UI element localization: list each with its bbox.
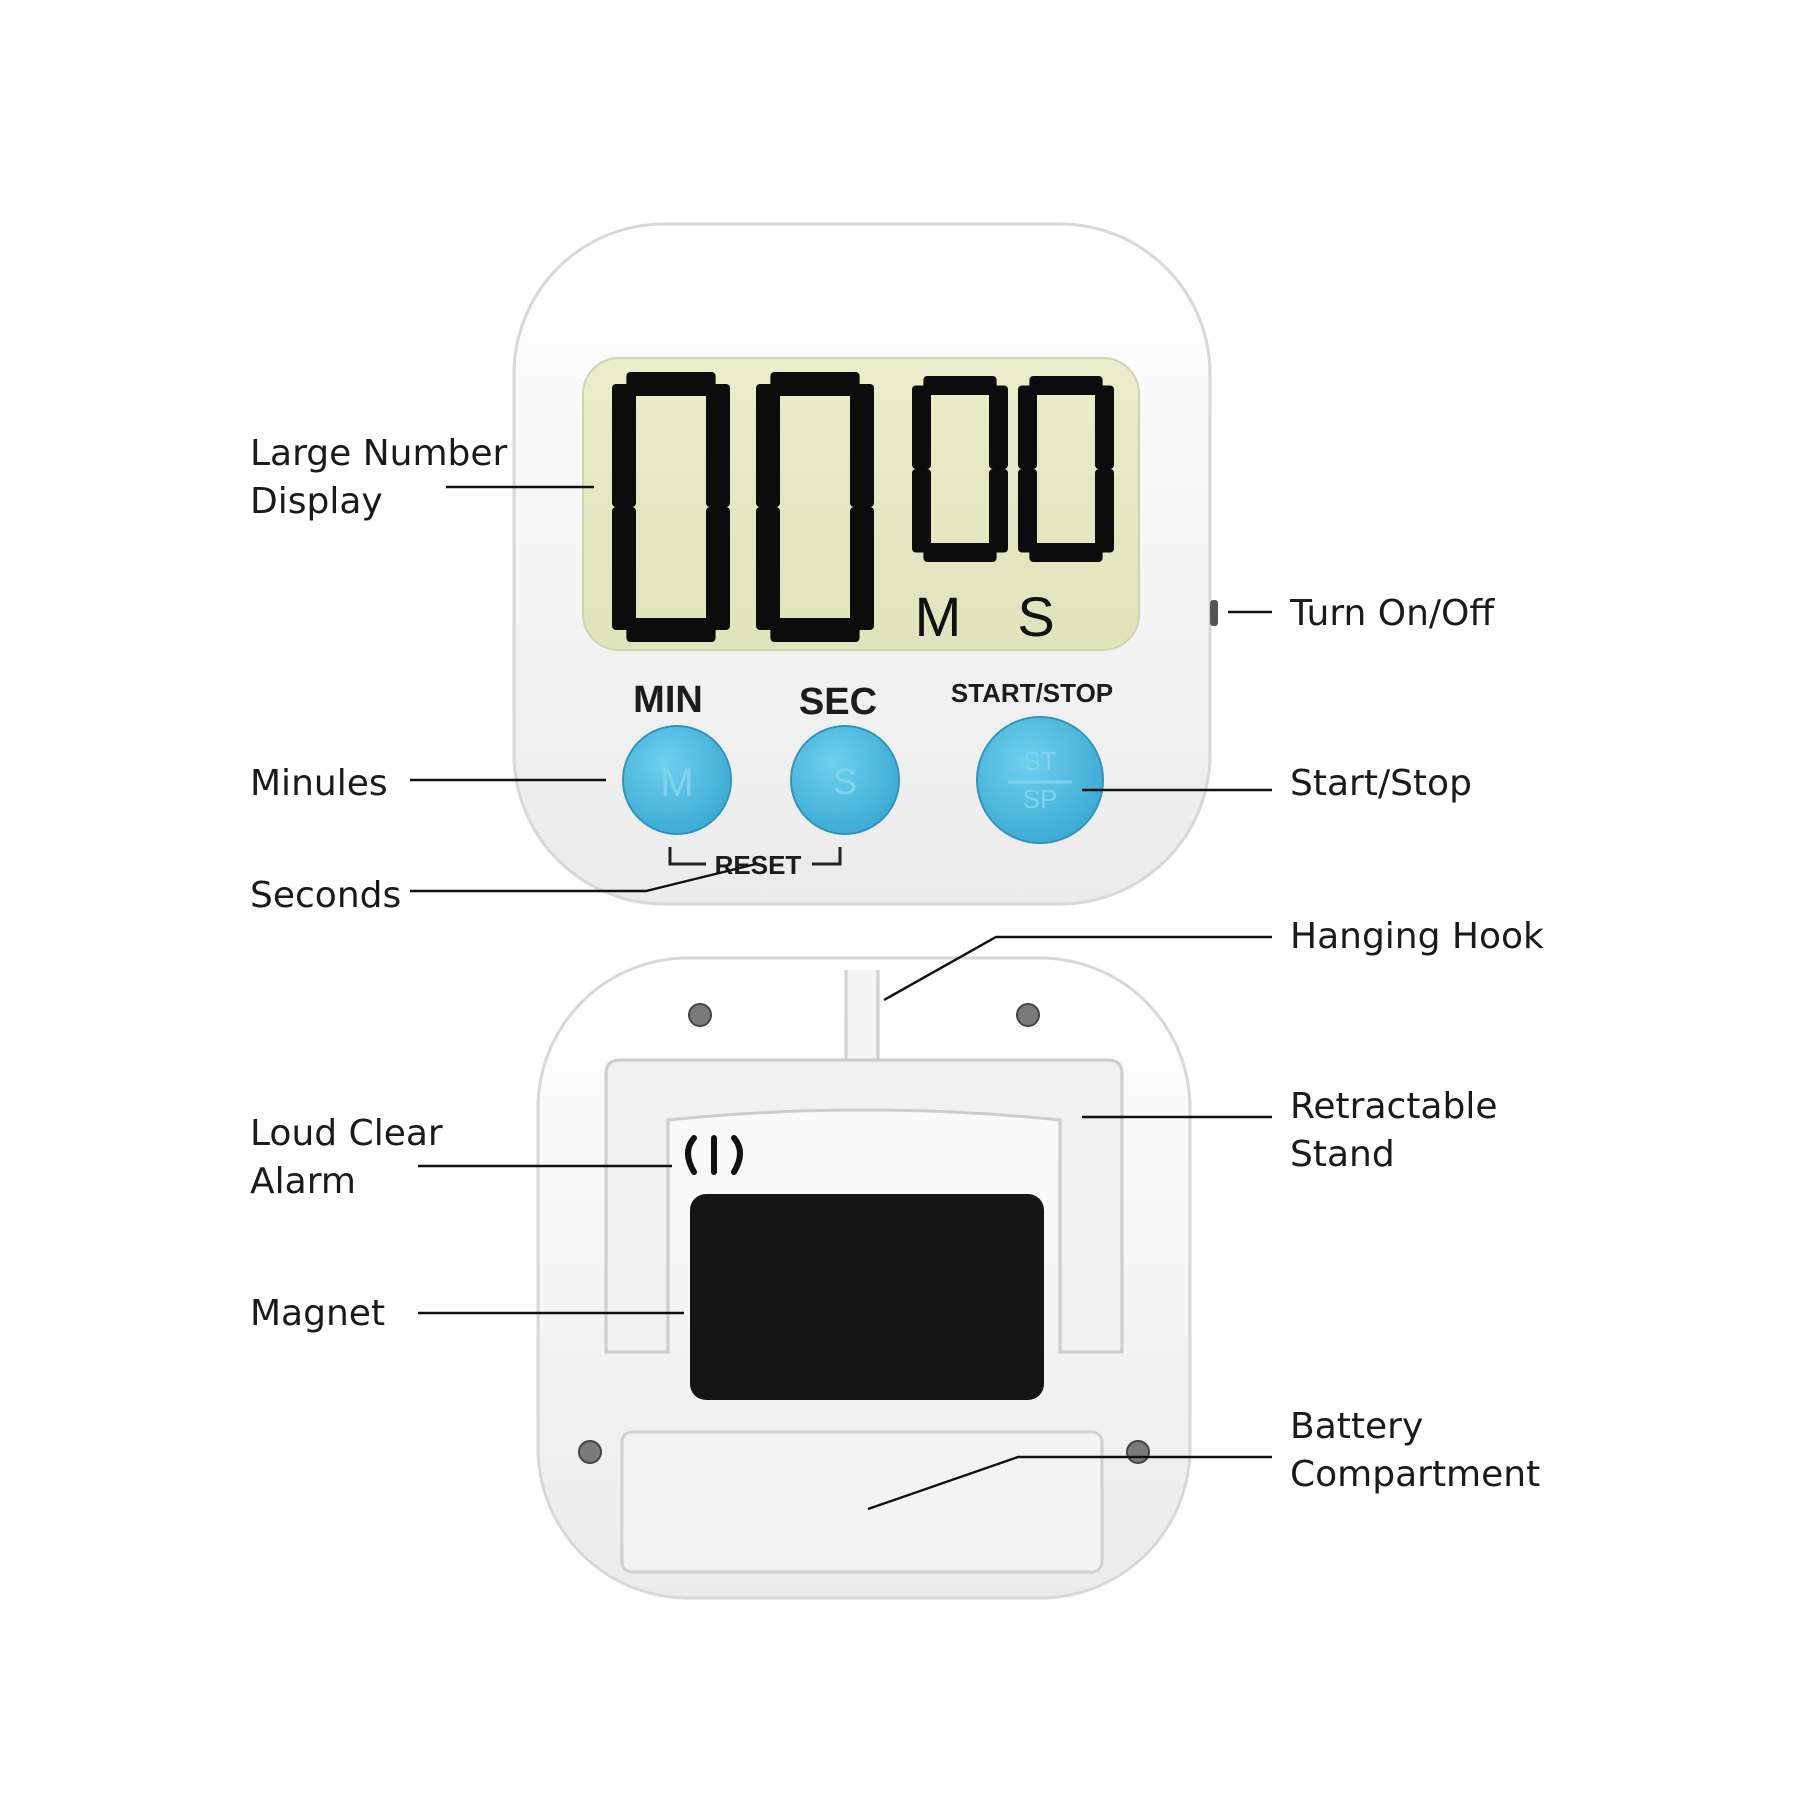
lcd-segment-c xyxy=(706,507,730,630)
battery-compartment[interactable] xyxy=(620,1430,1104,1574)
reset-label: RESET xyxy=(715,850,802,880)
leader-seconds xyxy=(410,862,757,893)
callout-labels: Large Number Display Minules Seconds Tur… xyxy=(250,433,1544,1495)
lcd-digit-2 xyxy=(756,372,874,642)
lcd-segment-e xyxy=(912,469,931,553)
callout-seconds: Seconds xyxy=(250,875,401,916)
screw-bottom-right xyxy=(1126,1440,1150,1464)
alarm-speaker xyxy=(685,1135,743,1175)
reset-bracket: RESET xyxy=(668,847,842,880)
callout-large-number-display: Large Number Display xyxy=(250,433,519,522)
callout-battery-compartment: Battery Compartment xyxy=(1290,1406,1540,1495)
lcd-segment-b xyxy=(706,384,730,507)
sec-button-glyph: S xyxy=(833,761,857,802)
screw-top-left xyxy=(688,1003,712,1027)
lcd-segment-f xyxy=(912,385,931,469)
callout-magnet: Magnet xyxy=(250,1293,385,1334)
lcd-unit-minutes: M xyxy=(915,585,962,648)
lcd-segment-f xyxy=(1018,385,1037,469)
lcd-segment-e xyxy=(756,507,780,630)
lcd-unit-seconds: S xyxy=(1017,585,1054,648)
timer-back xyxy=(536,956,1192,1600)
lcd-digit-1 xyxy=(612,372,730,642)
button-sec-label: SEC xyxy=(799,681,877,723)
lcd-segment-c xyxy=(850,507,874,630)
callout-minutes: Minules xyxy=(250,763,388,804)
lcd-segment-d xyxy=(923,543,997,562)
callout-retractable-stand: Retractable Stand xyxy=(1290,1086,1509,1175)
lcd-digit-4 xyxy=(1018,376,1114,562)
lcd-segment-b xyxy=(1095,385,1114,469)
lcd-segment-e xyxy=(612,507,636,630)
leader-battery-compartment xyxy=(867,1455,1272,1511)
retractable-stand[interactable] xyxy=(604,1058,1124,1354)
min-button-glyph: M xyxy=(660,761,693,805)
leader-lines xyxy=(410,485,1272,1511)
lcd-digits xyxy=(612,372,1114,642)
lcd-segment-f xyxy=(756,384,780,507)
lcd-segment-a xyxy=(770,372,860,396)
timer-front: M S MIN SEC START/STOP M S ST SP RESET xyxy=(512,222,1218,906)
hanging-hook[interactable] xyxy=(844,970,880,1067)
screw-bottom-left xyxy=(578,1440,602,1464)
magnet xyxy=(690,1194,1044,1400)
lcd-segment-a xyxy=(1029,376,1103,395)
lcd-segment-b xyxy=(989,385,1008,469)
start-stop-glyph-bottom: SP xyxy=(1023,784,1058,814)
callout-start-stop: Start/Stop xyxy=(1290,763,1472,804)
button-min-label: MIN xyxy=(633,679,703,721)
lcd-segment-a xyxy=(923,376,997,395)
lcd-segment-c xyxy=(1095,469,1114,553)
lcd-digit-3 xyxy=(912,376,1008,562)
min-button[interactable]: M xyxy=(622,725,732,835)
start-stop-button[interactable]: ST SP xyxy=(976,716,1104,844)
sec-button[interactable]: S xyxy=(790,725,900,835)
lcd-segment-e xyxy=(1018,469,1037,553)
lcd-segment-b xyxy=(850,384,874,507)
screw-top-right xyxy=(1016,1003,1040,1027)
lcd-segment-c xyxy=(989,469,1008,553)
lcd-segment-a xyxy=(626,372,716,396)
lcd-segment-d xyxy=(770,618,860,642)
lcd-segment-f xyxy=(612,384,636,507)
button-start-stop-label: START/STOP xyxy=(951,678,1113,708)
callout-turn-on-off: Turn On/Off xyxy=(1289,593,1495,634)
power-switch[interactable] xyxy=(1210,600,1218,626)
lcd-segment-d xyxy=(626,618,716,642)
lcd-segment-d xyxy=(1029,543,1103,562)
callout-hanging-hook: Hanging Hook xyxy=(1290,916,1544,957)
leader-hanging-hook xyxy=(883,935,1272,1002)
start-stop-glyph-top: ST xyxy=(1023,746,1056,776)
callout-loud-clear-alarm: Loud Clear Alarm xyxy=(250,1113,454,1202)
